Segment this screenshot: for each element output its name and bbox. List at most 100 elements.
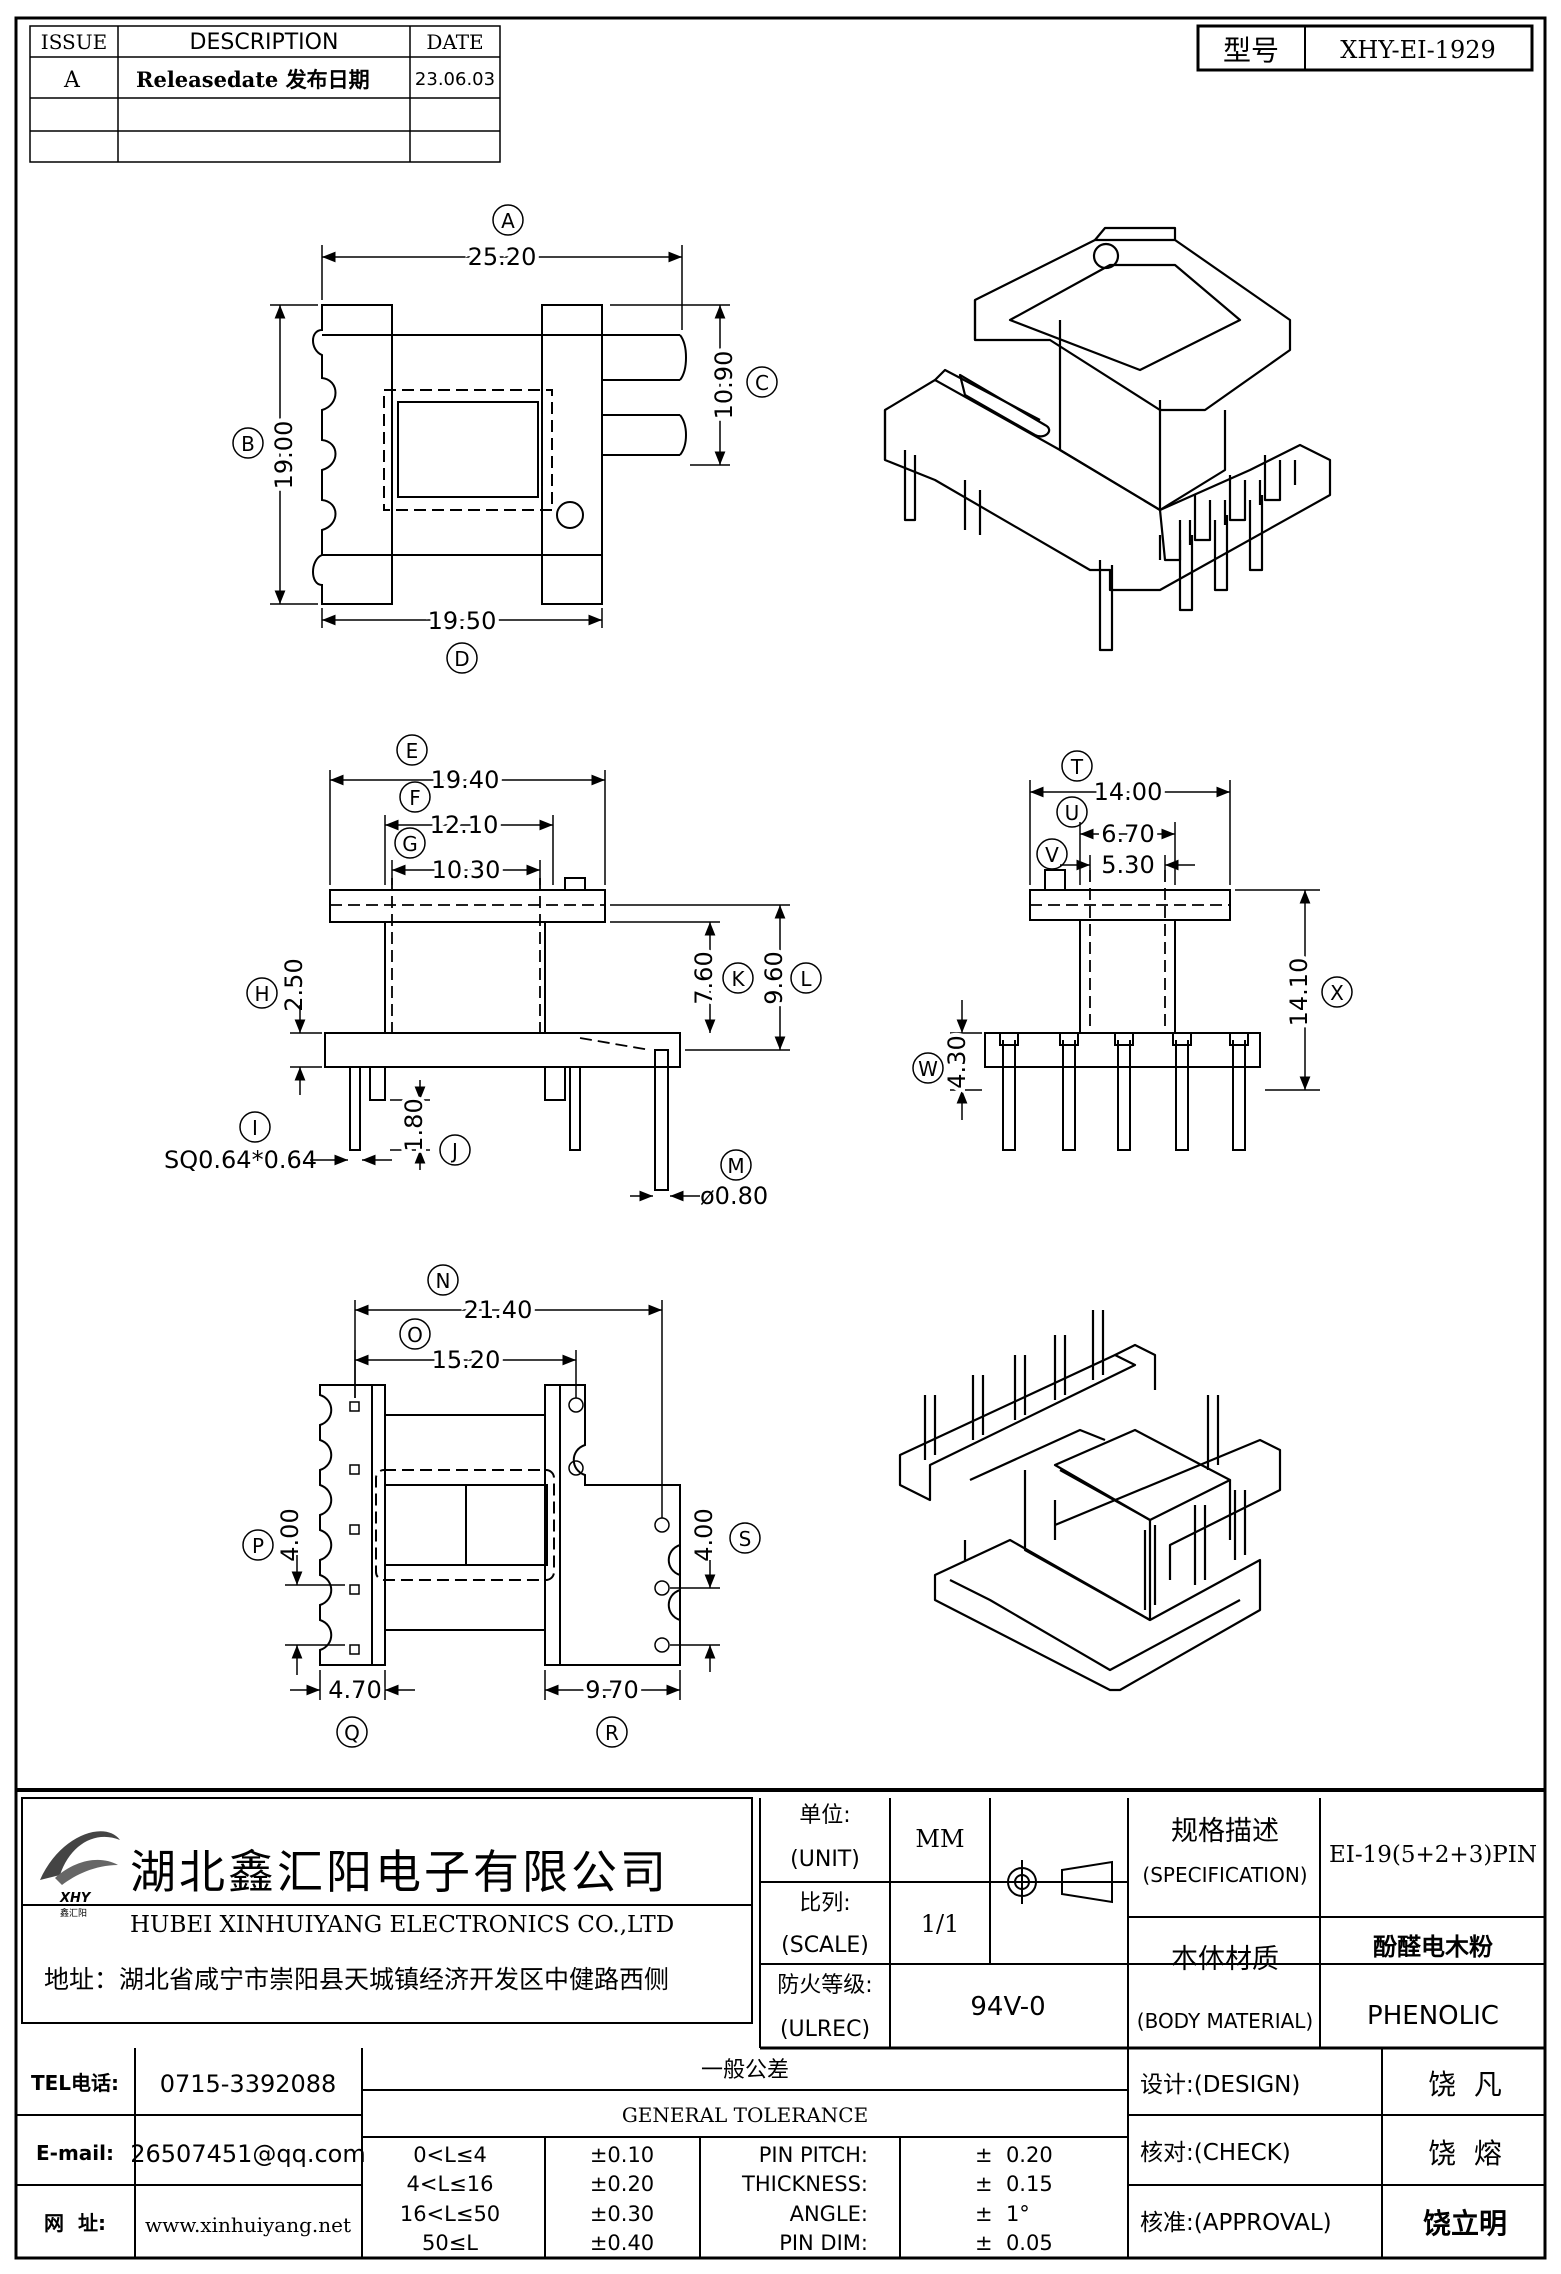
dim-F-balloon — [399, 781, 431, 813]
dim-E-id: E — [406, 739, 419, 763]
dim-O-id: O — [407, 1323, 423, 1347]
bottom-view-outline — [319, 1384, 681, 1666]
dim-W-id: W — [918, 1057, 938, 1081]
dim-L-balloon — [790, 962, 822, 994]
check-name: 饶 熔 — [1428, 2137, 1502, 2170]
dim-B-lines — [270, 304, 318, 605]
tolerance-title-en: GENERAL TOLERANCE — [622, 2103, 868, 2127]
fire-rating-label: 防火等级: — [777, 1973, 872, 1998]
design-name: 饶 凡 — [1428, 2068, 1502, 2101]
dim-O-value: 15.20 — [432, 1346, 501, 1374]
tolerance-item-label-3: ANGLE: — [790, 2202, 868, 2226]
dim-C-id: C — [755, 371, 769, 395]
tolerance-value-4: ±0.40 — [590, 2231, 654, 2255]
dim-B-value: 19.00 — [270, 421, 298, 490]
dim-E-balloon — [396, 734, 428, 766]
dim-B-id: B — [241, 432, 255, 456]
title-block-frame — [16, 1788, 1545, 2050]
dim-N-O-P-Q-R-S-lines — [285, 1300, 720, 1700]
dim-C-value: 10.90 — [710, 351, 738, 420]
dim-R-value: 9.70 — [585, 1676, 638, 1704]
design-label: 设计:(DESIGN) — [1140, 2072, 1300, 2098]
tolerance-item-value-4: ± 0.05 — [975, 2231, 1053, 2255]
approval-name: 饶立明 — [1423, 2207, 1507, 2240]
dim-A-id: A — [501, 209, 515, 233]
dim-D-balloon — [446, 642, 478, 674]
revision-issue-header: ISSUE — [41, 30, 107, 54]
logo-subtext: 鑫汇阳 — [60, 1907, 87, 1919]
dim-C-lines — [610, 304, 730, 466]
dim-R-balloon — [596, 1716, 628, 1748]
dim-M-value: ø0.80 — [700, 1182, 768, 1210]
revision-description-cell: Releasedate 发布日期 — [136, 67, 370, 92]
unit-value: MM — [915, 1825, 964, 1853]
tel-label: TEL电话: — [31, 2071, 119, 2095]
revision-issue-cell: A — [63, 68, 81, 93]
tolerance-value-3: ±0.30 — [590, 2202, 654, 2226]
email-label: E-mail: — [36, 2141, 114, 2165]
dim-Q-id: Q — [344, 1721, 360, 1745]
dim-T-U-V-W-X-lines — [950, 780, 1320, 1120]
dim-N-balloon — [427, 1264, 459, 1296]
dim-M-id: M — [727, 1154, 744, 1178]
dim-Q-value: 4.70 — [328, 1676, 381, 1704]
dim-Q-balloon — [336, 1716, 368, 1748]
dim-E-F-G-lines — [329, 770, 606, 885]
dim-S-id: S — [739, 1527, 752, 1551]
spec-label: 规格描述 — [1171, 1816, 1279, 1847]
dim-A-balloon — [492, 204, 524, 236]
dim-L-value: 9.60 — [760, 951, 788, 1004]
tolerance-item-value-3: ± 1° — [975, 2202, 1030, 2226]
tolerance-range-2: 4<L≤16 — [407, 2172, 494, 2196]
tolerance-title-cn: 一般公差 — [701, 2058, 789, 2083]
dim-O-balloon — [399, 1318, 431, 1350]
top-view-hidden-window — [383, 389, 553, 511]
company-address: 地址：湖北省咸宁市崇阳县天城镇经济开发区中健路西侧 — [44, 1965, 669, 1994]
dim-K-balloon — [722, 962, 754, 994]
dim-D-lines — [321, 608, 603, 628]
material-value-cn: 酚醛电木粉 — [1373, 1933, 1493, 1961]
projection-symbol-icon — [1000, 1860, 1113, 1904]
iso-view-bottom — [898, 1310, 1282, 1692]
dim-X-id: X — [1330, 981, 1344, 1005]
dim-J-id: J — [450, 1139, 458, 1163]
dim-S-balloon — [729, 1522, 761, 1554]
tolerance-item-label-2: THICKNESS: — [741, 2172, 868, 2196]
dim-W-balloon — [912, 1052, 944, 1084]
dim-X-value: 14.10 — [1285, 958, 1313, 1027]
dim-T-balloon — [1061, 750, 1093, 782]
dim-H-id: H — [254, 982, 269, 1006]
dim-V-value: 5.30 — [1101, 851, 1154, 879]
dim-H-K-L-lines — [290, 904, 790, 1095]
bottom-view-pin-holes — [349, 1397, 670, 1655]
dim-W-value: 4.30 — [943, 1035, 971, 1088]
dim-S-value: 4.00 — [690, 1508, 718, 1561]
dim-H-balloon — [246, 977, 278, 1009]
dim-G-id: G — [402, 832, 418, 856]
unit-label: 单位: — [799, 1803, 850, 1828]
model-box — [1196, 24, 1534, 72]
tolerance-item-value-1: ± 0.20 — [975, 2143, 1053, 2167]
side-view-pins — [999, 1033, 1249, 1151]
dim-C-balloon — [746, 366, 778, 398]
dim-I-balloon — [239, 1111, 271, 1143]
dim-I-value: SQ0.64*0.64 — [164, 1146, 317, 1174]
dim-G-balloon — [394, 827, 426, 859]
side-view-hidden-lines — [1030, 870, 1230, 1033]
revision-date-cell: 23.06.03 — [415, 69, 495, 90]
material-value-en: PHENOLIC — [1367, 2001, 1499, 2031]
web-value: www.xinhuiyang.net — [145, 2213, 351, 2237]
fire-rating-label-en: (ULREC) — [780, 2017, 870, 2042]
spec-value: EI-19(5+2+3)PIN — [1329, 1842, 1537, 1868]
dim-J-value: 1.80 — [400, 1098, 428, 1151]
dim-D-value: 19.50 — [428, 607, 497, 635]
web-label: 网 址: — [44, 2211, 106, 2235]
spec-label-en: (SPECIFICATION) — [1142, 1863, 1307, 1887]
front-view-hidden-lines — [330, 878, 651, 1051]
dim-R-id: R — [605, 1721, 619, 1745]
tel-value: 0715-3392088 — [160, 2070, 337, 2098]
tolerance-item-label-4: PIN DIM: — [779, 2231, 868, 2255]
dim-F-value: 12.10 — [430, 811, 499, 839]
approval-label: 核准:(APPROVAL) — [1140, 2210, 1332, 2236]
scale-value: 1/1 — [921, 1910, 960, 1938]
